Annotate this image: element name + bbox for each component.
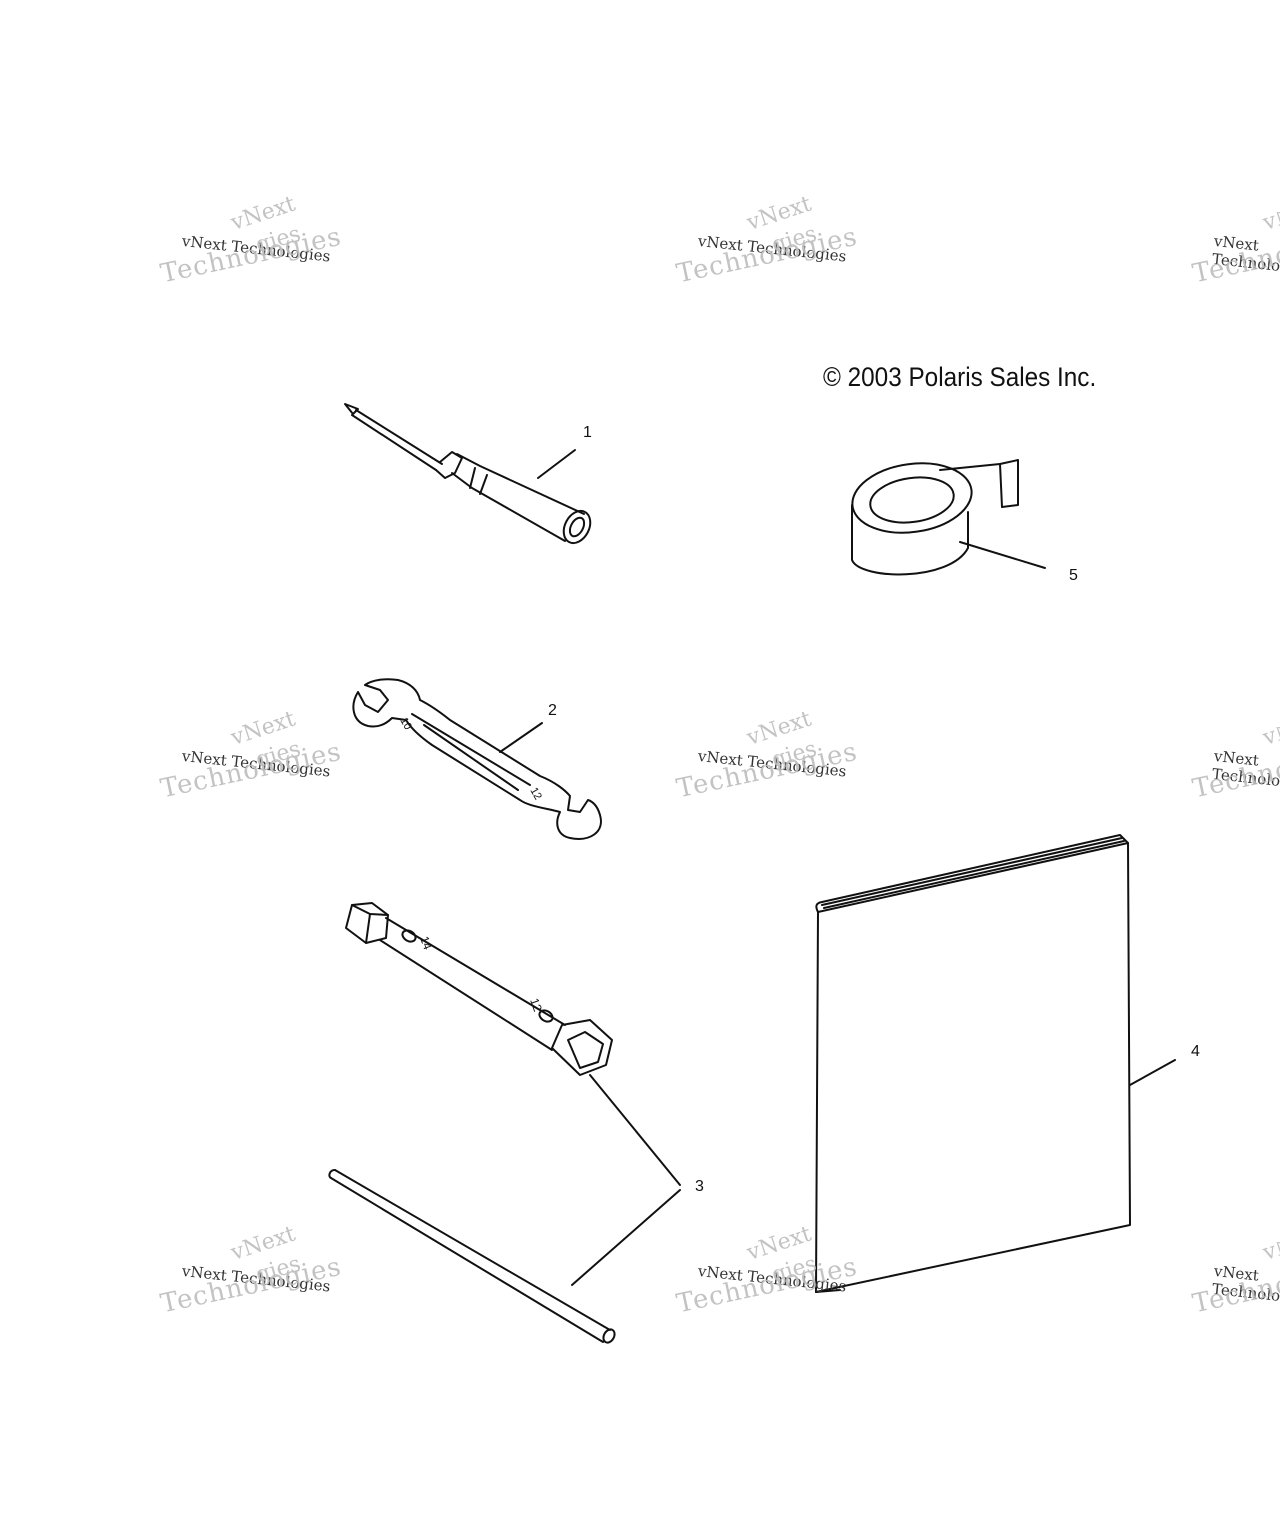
callout-2: 2 xyxy=(548,702,557,719)
screwdriver-part xyxy=(344,403,592,545)
copyright-notice: © 2003 Polaris Sales Inc. xyxy=(823,362,1097,392)
socket-size-14: 14 xyxy=(417,934,435,952)
callout-1: 1 xyxy=(583,424,592,441)
socket-size-12: 12 xyxy=(527,996,545,1014)
leader-lines xyxy=(499,449,1176,1286)
tommy-bar-part xyxy=(328,1169,616,1344)
owners-manual-part xyxy=(815,834,1131,1293)
socket-wrench-part: 14 12 xyxy=(345,902,613,1076)
wrench-part: 10 12 xyxy=(352,678,602,840)
callout-3: 3 xyxy=(695,1178,704,1195)
callout-5: 5 xyxy=(1069,567,1078,584)
callout-4: 4 xyxy=(1191,1043,1200,1060)
wrench-size-12: 12 xyxy=(527,786,544,803)
wrench-size-10: 10 xyxy=(397,716,414,733)
tape-roll-part xyxy=(851,459,1019,576)
